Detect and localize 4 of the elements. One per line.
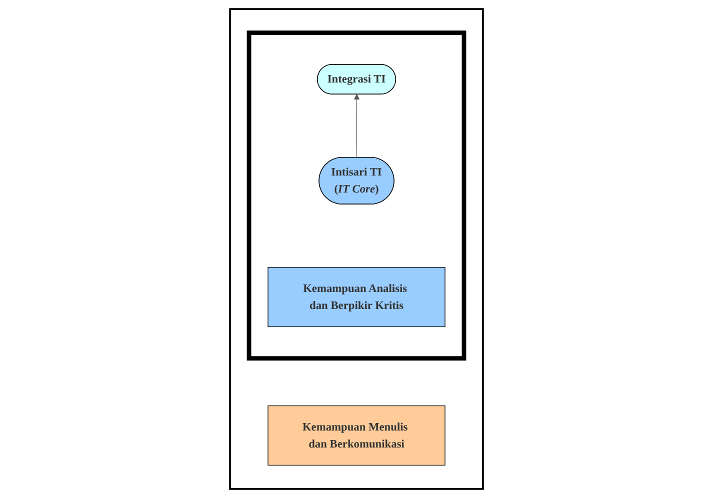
arrow xyxy=(354,94,360,158)
node-box xyxy=(268,267,446,328)
node-box xyxy=(268,405,446,466)
cluster xyxy=(246,30,466,361)
